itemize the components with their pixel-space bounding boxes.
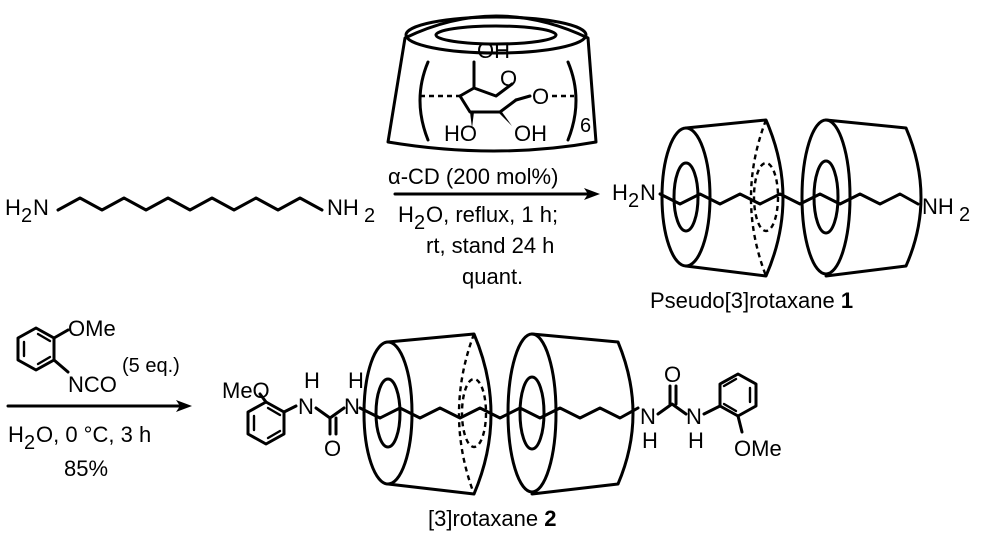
- r2-left-h1: H: [304, 368, 320, 393]
- r2-right-n1: N: [640, 404, 656, 429]
- r2-right-h2: H: [688, 428, 704, 453]
- product1-label: Pseudo[3]rotaxane 1: [650, 288, 853, 313]
- r2-right-db3: [722, 402, 738, 413]
- r2-left-h2: H: [348, 368, 364, 393]
- pseudorotaxane-1: H 2 N NH 2: [612, 118, 970, 278]
- cd-oh-top: OH: [477, 38, 510, 63]
- r2-left-n-bond: [282, 404, 298, 414]
- p1-h: H: [612, 180, 628, 205]
- p1-cd-left-body: [684, 118, 785, 278]
- r2-right-ome: OMe: [734, 436, 782, 461]
- p1-chain: [658, 192, 920, 206]
- isocyanate-o-bond: [52, 328, 70, 340]
- r2-left-o: O: [324, 436, 341, 461]
- cd-bracket-right: [566, 60, 578, 142]
- reactant-h2n-sub: 2: [21, 205, 32, 227]
- r2-meo: MeO: [222, 378, 270, 403]
- r2-left-db2: [266, 406, 282, 417]
- isocyanate-db2: [36, 332, 52, 343]
- reaction1-arrow: [393, 188, 600, 200]
- reaction2-arrow: [6, 400, 192, 412]
- cd-rim-outer: [404, 15, 588, 55]
- cd-repeat-count: 6: [580, 115, 591, 137]
- cond3-rest: O, 0 °C, 3 h: [36, 422, 151, 447]
- yield2: 85%: [64, 456, 108, 481]
- cd-cone-outline: [386, 14, 598, 153]
- cd-ring-o: O: [500, 66, 517, 91]
- reactant-nh2-nh: NH: [327, 195, 359, 220]
- r2-cd-right-inner: [518, 375, 546, 451]
- cd-ho: HO: [444, 121, 477, 146]
- dodecane-chain: [56, 196, 324, 212]
- p1-cd-left-rim: [660, 126, 712, 268]
- r2-cd-left-back-inner: [460, 377, 488, 449]
- p1-cd-left-back: [749, 119, 768, 277]
- alpha-cd-structure: 6 OH O O HO OH: [386, 14, 598, 153]
- product2-number: 2: [544, 506, 556, 531]
- isocyanate-reagent: OMe NCO (5 eq.): [16, 316, 180, 397]
- glucose-wedge-right: [498, 112, 512, 126]
- rotaxane-2: MeO H N O N H N H O N H: [222, 332, 782, 496]
- product2-name: [3]rotaxane: [428, 506, 544, 531]
- r2-left-n2: N: [344, 394, 360, 419]
- cond3-sub: 2: [24, 432, 35, 454]
- reagent-alpha-cd: α-CD (200 mol%): [388, 164, 558, 189]
- p1-cd-left-back-inner: [752, 161, 780, 233]
- r2-right-o: O: [664, 362, 681, 387]
- diaminododecane: H 2 N NH 2: [5, 195, 375, 227]
- reactant-nh2-sub: 2: [364, 205, 375, 227]
- cond2: rt, stand 24 h: [426, 233, 554, 258]
- arrow1-head: [584, 188, 600, 200]
- r2-left-n1: N: [298, 394, 314, 419]
- glucose-wedge-left: [470, 112, 474, 128]
- reactant-h2n-h: H: [5, 195, 21, 220]
- p1-cd-right-rim: [800, 118, 852, 276]
- r2-right-n2: N: [686, 404, 702, 429]
- cd-rim-inner: [434, 24, 558, 46]
- r2-right-aryl-bond: [702, 404, 722, 416]
- yield1: quant.: [462, 264, 523, 289]
- cd-bracket-left: [418, 60, 430, 142]
- reagent2-ome: OMe: [68, 316, 116, 341]
- product1-number: 1: [841, 288, 853, 313]
- cd-oh-bottom: OH: [514, 121, 547, 146]
- isocyanate-n-bond: [52, 358, 70, 374]
- cond1-h: H: [398, 202, 414, 227]
- r2-right-urea: [656, 402, 688, 416]
- glucose-ring-front: [458, 94, 518, 114]
- reagent2-eq: (5 eq.): [122, 355, 180, 377]
- r2-cd-right-body: [530, 332, 635, 496]
- r2-cd-left-inner: [374, 377, 402, 449]
- cond1-sub: 2: [414, 212, 425, 234]
- p1-n: N: [640, 180, 656, 205]
- cond1-rest: O, reflux, 1 h;: [426, 202, 558, 227]
- r2-left-ome-bond: [258, 392, 268, 404]
- glucose-c1-o: [514, 94, 532, 102]
- cond3-h: H: [8, 422, 24, 447]
- r2-chain: [358, 406, 640, 420]
- r2-cd-left-back: [457, 333, 476, 495]
- cd-link-o: O: [532, 84, 549, 109]
- glucose-ring-back: [458, 82, 514, 98]
- reagent2-nco: NCO: [68, 372, 117, 397]
- reactant-h2n-n: N: [33, 195, 49, 220]
- p1-nh2-sub: 2: [959, 204, 970, 226]
- arrow2-head: [176, 400, 192, 412]
- p1-nh: NH: [922, 194, 954, 219]
- r2-right-h1: H: [642, 428, 658, 453]
- r2-left-db3: [266, 429, 282, 440]
- r2-right-db2: [722, 377, 738, 388]
- r2-right-benzene: [718, 372, 758, 418]
- p1-cd-right-body: [824, 118, 923, 278]
- p1-h2-sub: 2: [628, 190, 639, 212]
- product2-label: [3]rotaxane 2: [428, 506, 556, 531]
- isocyanate-db3: [36, 355, 52, 366]
- r2-right-ome-bond: [736, 414, 744, 434]
- p1-cd-left-inner: [672, 161, 700, 233]
- product1-name: Pseudo[3]rotaxane: [650, 288, 841, 313]
